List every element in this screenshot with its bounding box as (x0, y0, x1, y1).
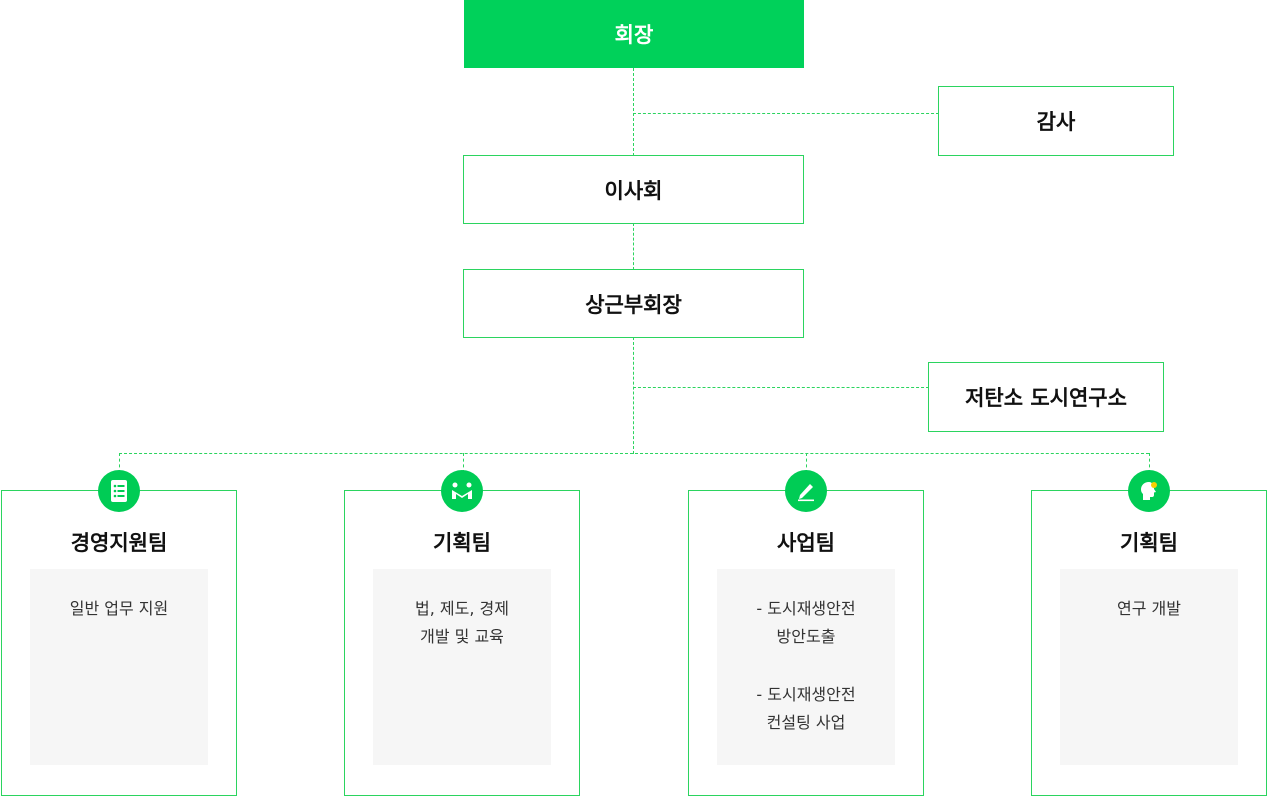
connector-chairman-board (633, 68, 634, 156)
team-description-line: 개발 및 교육 (420, 627, 504, 646)
team-card-planning: 기획팀 법, 제도, 경제 개발 및 교육 (344, 470, 580, 796)
team-title: 사업팀 (777, 531, 835, 555)
vice-chairman-node: 상근부회장 (463, 269, 804, 338)
institute-label: 저탄소 도시연구소 (965, 386, 1127, 410)
team-title: 기획팀 (1120, 531, 1178, 555)
team-description: 연구 개발 (1060, 569, 1238, 765)
pencil-icon (785, 470, 827, 512)
connector-vice-teams (633, 337, 634, 454)
institute-node: 저탄소 도시연구소 (928, 362, 1164, 432)
people-m-icon (441, 470, 483, 512)
connector-board-vice (633, 223, 634, 270)
board-node: 이사회 (463, 155, 804, 224)
team-card-management: 경영지원팀 일반 업무 지원 (1, 470, 237, 796)
connector-auditor (633, 113, 939, 114)
team-description: - 도시재생안전 방안도출 - 도시재생안전 컨설팅 사업 (717, 569, 895, 765)
team-description-gap (717, 651, 895, 681)
connector-team-bus (119, 453, 1149, 454)
head-idea-icon (1128, 470, 1170, 512)
team-title: 경영지원팀 (70, 531, 168, 555)
team-card-business: 사업팀 - 도시재생안전 방안도출 - 도시재생안전 컨설팅 사업 (688, 470, 924, 796)
connector-team-3 (806, 453, 807, 473)
team-description: 법, 제도, 경제 개발 및 교육 (373, 569, 551, 765)
chairman-label: 회장 (614, 23, 654, 47)
chairman-node: 회장 (464, 0, 804, 68)
connector-team-1 (119, 453, 120, 473)
team-description-line: - 도시재생안전 (756, 599, 856, 618)
team-description-line: 컨설팅 사업 (766, 713, 846, 732)
auditor-node: 감사 (938, 86, 1174, 156)
vice-chairman-label: 상근부회장 (585, 292, 682, 317)
team-description: 일반 업무 지원 (30, 569, 208, 765)
connector-team-4 (1149, 453, 1150, 473)
team-description-line: - 도시재생안전 (756, 685, 856, 704)
auditor-label: 감사 (1036, 110, 1076, 134)
connector-team-2 (463, 453, 464, 473)
document-list-icon (98, 470, 140, 512)
team-card-planning-2: 기획팀 연구 개발 (1031, 470, 1267, 796)
connector-institute (633, 387, 929, 388)
team-description-line: 법, 제도, 경제 (415, 599, 509, 618)
team-description-line: 연구 개발 (1117, 599, 1181, 618)
team-title: 기획팀 (433, 531, 491, 555)
team-description-line: 방안도출 (776, 627, 836, 646)
board-label: 이사회 (604, 178, 663, 203)
team-description-line: 일반 업무 지원 (69, 599, 169, 618)
